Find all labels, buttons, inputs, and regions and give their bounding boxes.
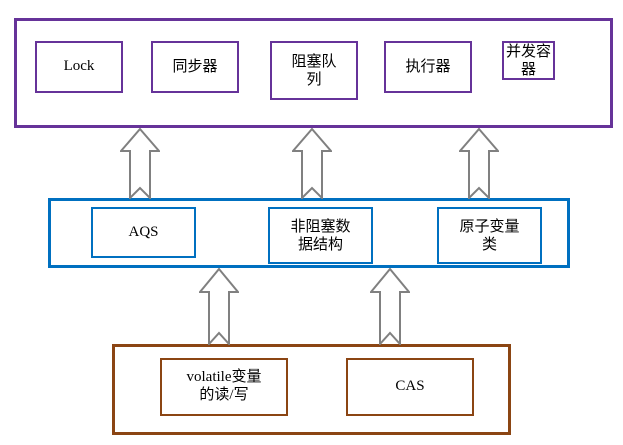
item-executor-label: 执行器 bbox=[405, 57, 451, 76]
arrow-aqs-to-lock bbox=[120, 128, 160, 199]
bottom-tier-container: volatile变量 的读/写 CAS bbox=[112, 344, 511, 435]
item-concurrent-container-label: 并发容 器 bbox=[506, 42, 552, 78]
top-tier-container: Lock 同步器 阻塞队 列 执行器 并发容 器 bbox=[14, 18, 613, 128]
middle-tier-container: AQS 非阻塞数 据结构 原子变量 类 bbox=[48, 198, 570, 268]
arrow-volatile-to-aqs bbox=[199, 268, 239, 345]
item-executor[interactable]: 执行器 bbox=[384, 41, 472, 93]
arrow-nbds-to-queue bbox=[292, 128, 332, 199]
item-volatile-read-write-label: volatile变量 的读/写 bbox=[186, 369, 262, 403]
item-concurrent-container[interactable]: 并发容 器 bbox=[502, 41, 556, 81]
item-aqs-label: AQS bbox=[128, 223, 159, 240]
item-synchronizer-label: 同步器 bbox=[172, 57, 218, 76]
item-blocking-queue-label: 阻塞队 列 bbox=[291, 51, 337, 88]
item-atomic-variable-class[interactable]: 原子变量 类 bbox=[437, 207, 542, 264]
item-lock-label: Lock bbox=[63, 58, 95, 75]
item-synchronizer[interactable]: 同步器 bbox=[151, 41, 239, 93]
item-nonblocking-data-structure[interactable]: 非阻塞数 据结构 bbox=[268, 207, 373, 264]
item-atomic-variable-class-label: 原子变量 类 bbox=[459, 216, 520, 253]
item-lock[interactable]: Lock bbox=[35, 41, 123, 93]
arrow-atomic-to-container bbox=[459, 128, 499, 199]
item-aqs[interactable]: AQS bbox=[91, 207, 196, 258]
item-volatile-read-write[interactable]: volatile变量 的读/写 bbox=[160, 358, 288, 416]
arrow-cas-to-atomic bbox=[370, 268, 410, 345]
item-blocking-queue[interactable]: 阻塞队 列 bbox=[270, 41, 358, 100]
item-cas-label: CAS bbox=[395, 378, 425, 395]
item-cas[interactable]: CAS bbox=[346, 358, 474, 416]
item-nonblocking-data-structure-label: 非阻塞数 据结构 bbox=[290, 216, 351, 253]
